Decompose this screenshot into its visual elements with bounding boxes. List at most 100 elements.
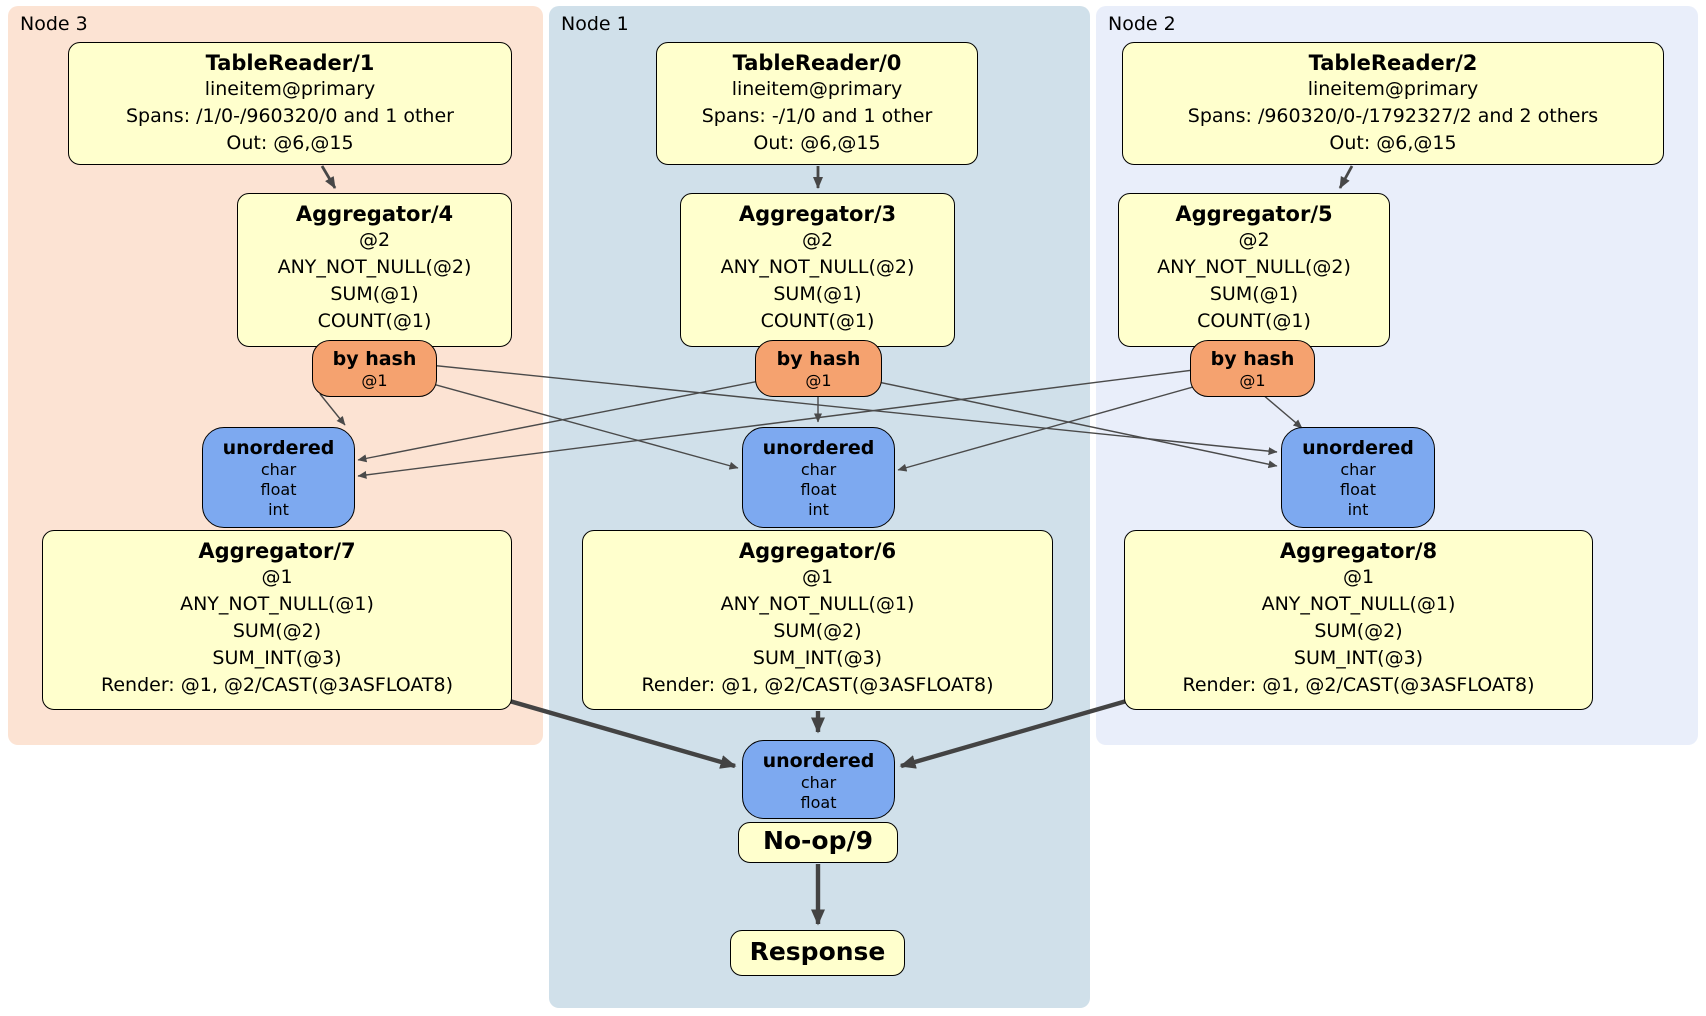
box-title: by hash <box>332 348 417 370</box>
box-line: SUM(@1) <box>330 283 419 305</box>
box-line: int <box>808 500 829 519</box>
box-line: SUM(@2) <box>1314 620 1403 642</box>
box-line: ANY_NOT_NULL(@2) <box>720 256 915 278</box>
box-line: @2 <box>1238 229 1270 251</box>
box-title: unordered <box>762 750 875 772</box>
box-title: Aggregator/3 <box>738 202 897 226</box>
tablereader-1-box: TableReader/1 lineitem@primary Spans: /1… <box>68 42 512 165</box>
edge-tr2-agg5 <box>1338 165 1354 189</box>
aggregator-5-box: Aggregator/5 @2 ANY_NOT_NULL(@2) SUM(@1)… <box>1118 193 1390 347</box>
edge-hashC-unordL <box>357 374 791 463</box>
box-title: unordered <box>762 437 875 459</box>
aggregator-4-box: Aggregator/4 @2 ANY_NOT_NULL(@2) SUM(@1)… <box>237 193 512 347</box>
box-line: int <box>268 500 289 519</box>
box-line: ANY_NOT_NULL(@1) <box>720 593 915 615</box>
box-line: SUM(@1) <box>773 283 862 305</box>
box-line: COUNT(@1) <box>1197 310 1311 332</box>
edge-hashR-unordR <box>1261 393 1303 429</box>
node3-panel-label: Node 3 <box>20 13 88 35</box>
box-line: SUM_INT(@3) <box>1293 647 1424 669</box>
box-title: No-op/9 <box>762 826 874 855</box>
unordered-stream-node3: unordered char float int <box>202 427 355 528</box>
aggregator-7-box: Aggregator/7 @1 ANY_NOT_NULL(@1) SUM(@2)… <box>42 530 512 710</box>
box-line: Spans: /1/0-/960320/0 and 1 other <box>126 105 454 127</box>
box-line: char <box>800 773 837 792</box>
hash-router-node1: by hash @1 <box>755 340 882 397</box>
box-title: unordered <box>222 437 335 459</box>
box-title: by hash <box>776 348 861 370</box>
box-title: unordered <box>1302 437 1414 459</box>
box-line: Spans: /960320/0-/1792327/2 and 2 others <box>1187 105 1599 127</box>
box-line: @1 <box>801 566 834 588</box>
box-title: Aggregator/7 <box>198 539 356 563</box>
tablereader-0-box: TableReader/0 lineitem@primary Spans: -/… <box>656 42 978 165</box>
box-line: lineitem@primary <box>731 78 903 100</box>
box-line: char <box>1340 460 1376 479</box>
box-line: ANY_NOT_NULL(@2) <box>277 256 472 278</box>
box-line: @1 <box>805 371 832 390</box>
box-line: lineitem@primary <box>1307 78 1479 100</box>
box-line: float <box>260 480 297 499</box>
box-line: SUM_INT(@3) <box>212 647 342 669</box>
box-line: Out: @6,@15 <box>753 132 881 154</box>
box-title: Aggregator/6 <box>738 539 897 563</box>
box-title: TableReader/1 <box>205 51 375 75</box>
box-line: Out: @6,@15 <box>226 132 354 154</box>
box-line: float <box>1340 480 1376 499</box>
box-line: Out: @6,@15 <box>1329 132 1457 154</box>
edge-hashC-unordR <box>844 374 1278 469</box>
box-title: Response <box>749 937 886 966</box>
box-line: @1 <box>261 566 293 588</box>
edge-hashL-unordL <box>319 393 346 426</box>
box-line: Render: @1, @2/CAST(@3ASFLOAT8) <box>101 674 453 696</box>
unordered-stream-node2: unordered char float int <box>1281 427 1435 528</box>
box-title: TableReader/2 <box>1308 51 1478 75</box>
unordered-stream-node1: unordered char float int <box>742 427 895 528</box>
edge-tr1-agg4 <box>320 165 337 189</box>
box-line: float <box>800 793 837 812</box>
box-line: Spans: -/1/0 and 1 other <box>701 105 933 127</box>
box-line: ANY_NOT_NULL(@1) <box>1261 593 1456 615</box>
edge-hashL-unordR <box>399 361 1278 456</box>
node2-panel-label: Node 2 <box>1108 13 1176 35</box>
unordered-stream-final: unordered char float <box>742 740 895 819</box>
box-line: Render: @1, @2/CAST(@3ASFLOAT8) <box>641 674 994 696</box>
hash-router-node3: by hash @1 <box>312 340 437 397</box>
box-title: Aggregator/5 <box>1175 202 1333 226</box>
box-line: ANY_NOT_NULL(@2) <box>1157 256 1351 278</box>
box-title: Aggregator/4 <box>295 202 454 226</box>
box-line: SUM(@2) <box>232 620 322 642</box>
box-line: SUM(@2) <box>773 620 862 642</box>
box-line: char <box>800 460 837 479</box>
edge-hashL-unordC <box>399 374 739 470</box>
noop-9-box: No-op/9 <box>738 822 898 863</box>
node1-panel-label: Node 1 <box>561 13 629 35</box>
box-line: SUM(@1) <box>1209 283 1299 305</box>
box-line: char <box>260 460 297 479</box>
box-line: int <box>1347 500 1369 519</box>
aggregator-6-box: Aggregator/6 @1 ANY_NOT_NULL(@1) SUM(@2)… <box>582 530 1053 710</box>
aggregator-3-box: Aggregator/3 @2 ANY_NOT_NULL(@2) SUM(@1)… <box>680 193 955 347</box>
edge-agg8-unordF <box>899 697 1131 769</box>
box-line: float <box>800 480 837 499</box>
hash-router-node2: by hash @1 <box>1190 340 1315 397</box>
box-line: COUNT(@1) <box>317 310 432 332</box>
box-line: @1 <box>1342 566 1375 588</box>
box-line: SUM_INT(@3) <box>752 647 883 669</box>
box-line: COUNT(@1) <box>760 310 875 332</box>
aggregator-8-box: Aggregator/8 @1 ANY_NOT_NULL(@1) SUM(@2)… <box>1124 530 1593 710</box>
response-box: Response <box>730 930 905 976</box>
box-title: by hash <box>1210 348 1295 370</box>
box-line: Render: @1, @2/CAST(@3ASFLOAT8) <box>1182 674 1535 696</box>
box-line: @2 <box>358 229 391 251</box>
box-title: Aggregator/8 <box>1279 539 1438 563</box>
box-title: TableReader/0 <box>732 51 902 75</box>
box-line: @1 <box>1239 371 1266 390</box>
edge-hashR-unordC <box>897 377 1226 472</box>
box-line: @2 <box>801 229 834 251</box>
edge-agg7-unordF <box>505 697 737 769</box>
tablereader-2-box: TableReader/2 lineitem@primary Spans: /9… <box>1122 42 1664 165</box>
box-line: lineitem@primary <box>204 78 376 100</box>
